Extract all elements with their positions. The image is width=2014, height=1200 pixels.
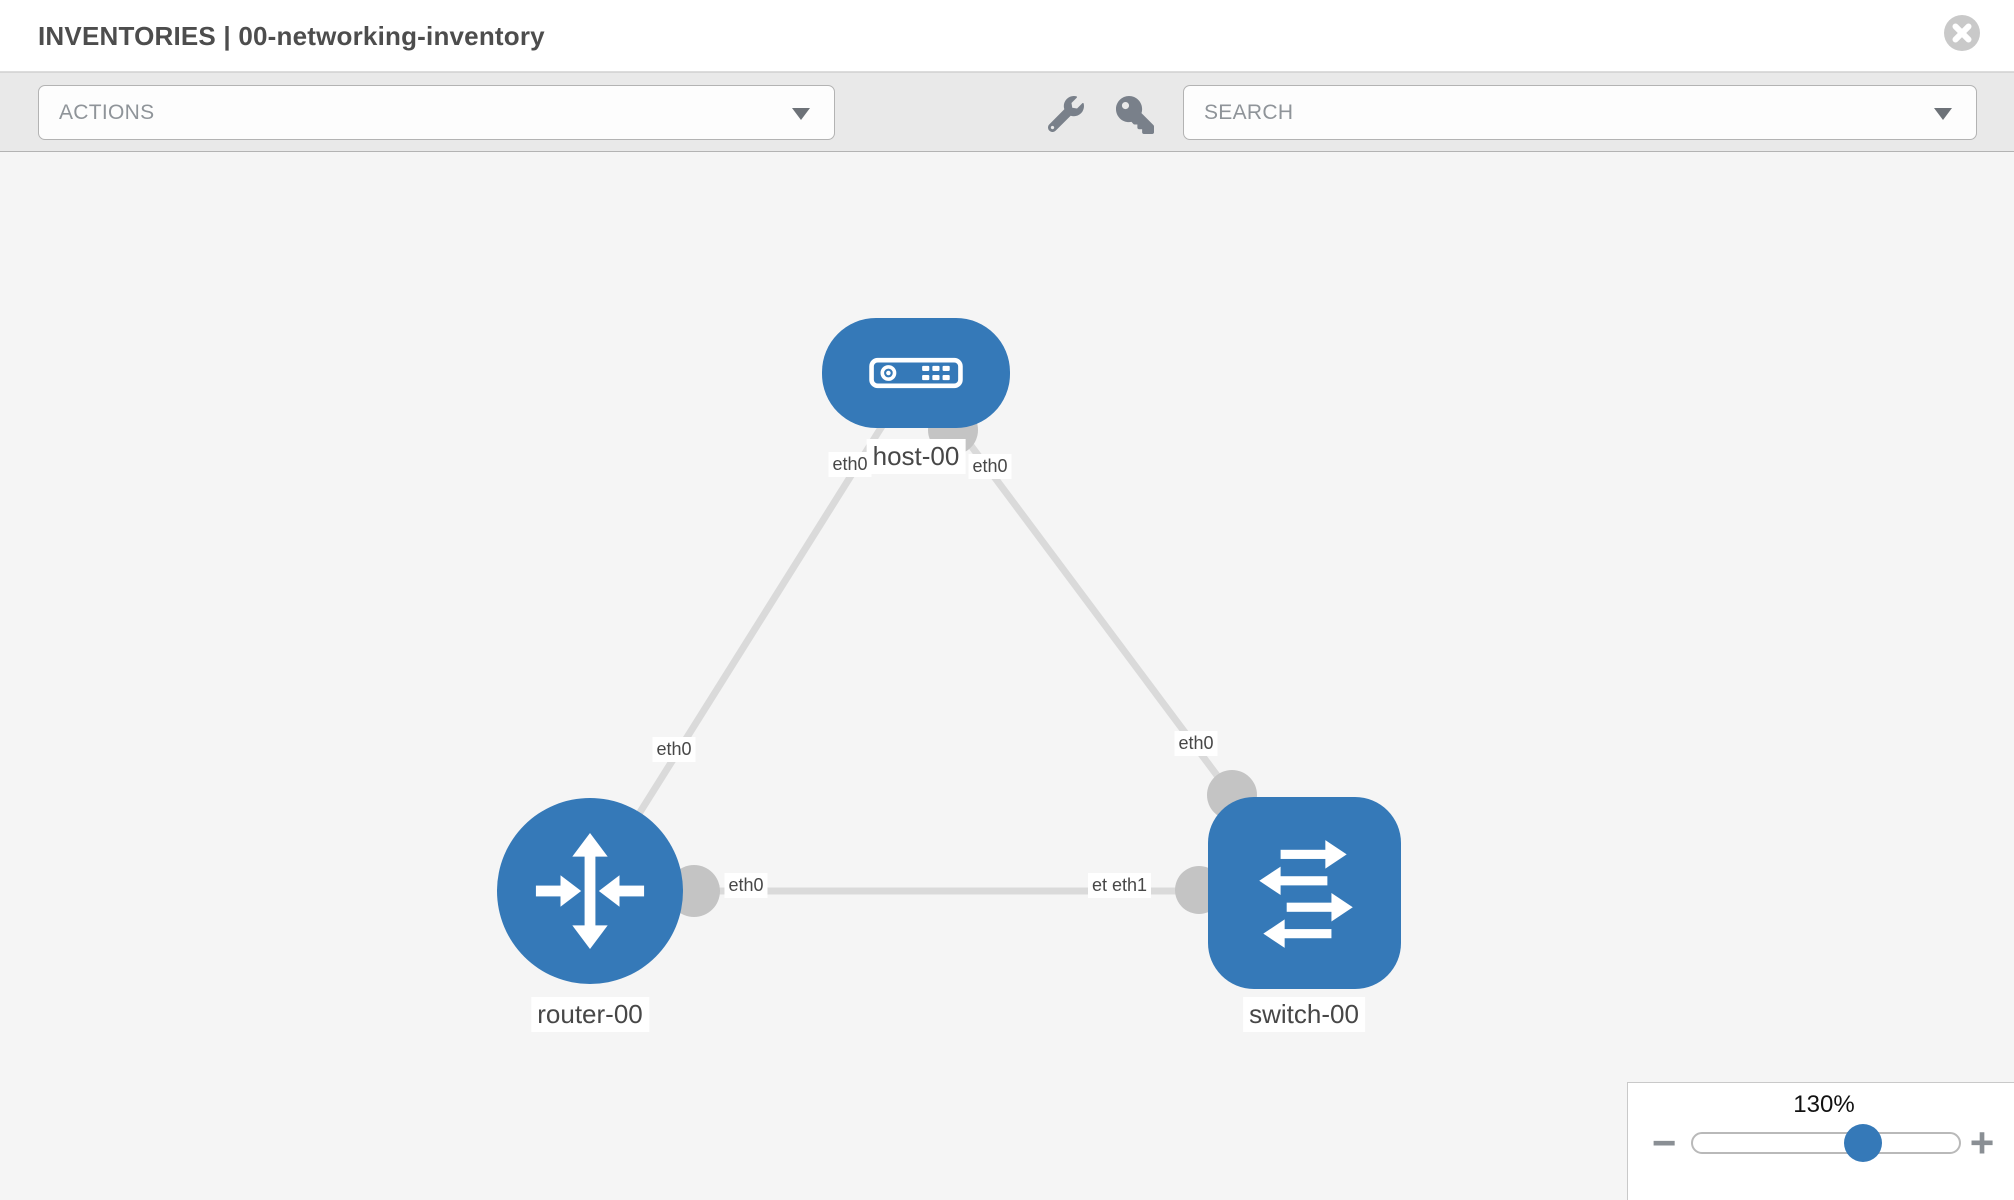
toolbar: ACTIONS SEARCH <box>0 72 2014 152</box>
topology-canvas[interactable]: host-00 router-00 switch-00 eth0 eth0 et… <box>0 152 2014 1200</box>
interface-label: eth0 <box>1174 731 1218 756</box>
page-title: INVENTORIES | 00-networking-inventory <box>38 0 545 72</box>
inventory-name: 00-networking-inventory <box>238 21 545 51</box>
zoom-out-button[interactable]: − <box>1651 1119 1677 1166</box>
node-router-00[interactable] <box>497 798 683 984</box>
interface-label: eth0 <box>968 454 1012 479</box>
close-icon <box>1944 15 1980 51</box>
breadcrumb-separator: | <box>215 21 239 51</box>
node-label: router-00 <box>531 997 649 1032</box>
search-dropdown[interactable]: SEARCH <box>1183 85 1977 140</box>
node-host-00[interactable] <box>822 318 1010 428</box>
switch-icon <box>1258 840 1353 948</box>
zoom-slider-handle[interactable] <box>1844 1124 1882 1162</box>
caret-down-icon <box>1934 108 1952 120</box>
router-icon <box>535 832 645 950</box>
close-button[interactable] <box>1943 14 1981 52</box>
actions-dropdown-label: ACTIONS <box>59 101 155 124</box>
zoom-value: 130% <box>1793 1091 1855 1118</box>
interface-label: eth0 <box>724 873 768 898</box>
wrench-icon[interactable] <box>1047 95 1084 133</box>
page-header: INVENTORIES | 00-networking-inventory <box>0 0 2014 72</box>
interface-label: eth0 <box>652 737 696 762</box>
caret-down-icon <box>792 108 810 120</box>
breadcrumb-section: INVENTORIES <box>38 21 216 51</box>
interface-label: eth1 <box>1108 873 1152 898</box>
node-label: switch-00 <box>1243 997 1365 1032</box>
actions-dropdown[interactable]: ACTIONS <box>38 85 835 140</box>
zoom-panel: 130% − + <box>1627 1082 2014 1200</box>
interface-label: eth0 <box>828 452 872 477</box>
zoom-slider[interactable] <box>1691 1132 1961 1154</box>
node-label: host-00 <box>866 439 966 474</box>
node-switch-00[interactable] <box>1208 797 1401 989</box>
host-icon <box>869 357 963 389</box>
zoom-in-button[interactable]: + <box>1969 1119 1995 1166</box>
search-dropdown-label: SEARCH <box>1204 101 1294 124</box>
key-icon[interactable] <box>1116 96 1154 134</box>
